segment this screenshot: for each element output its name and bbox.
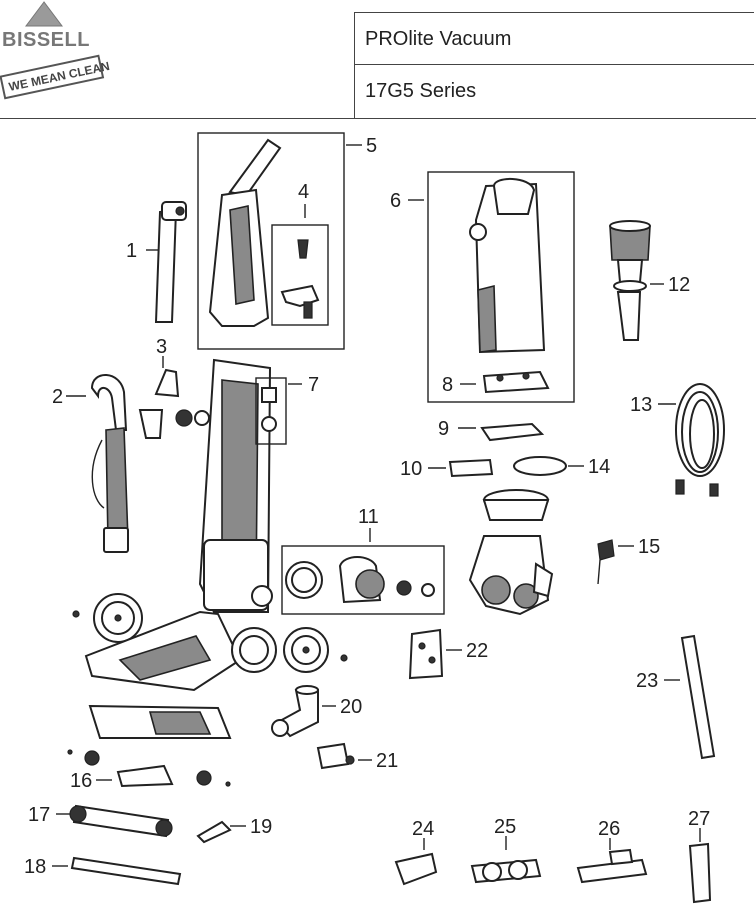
callout-2: 2 — [52, 386, 63, 408]
part-7-seals — [255, 377, 302, 445]
callout-8: 8 — [442, 374, 453, 396]
callout-26: 26 — [598, 818, 620, 840]
callout-23: 23 — [636, 670, 658, 692]
part-26-upholstery-tool — [576, 838, 648, 884]
part-3-clip — [154, 356, 180, 398]
callout-16: 16 — [70, 770, 92, 792]
callout-5: 5 — [366, 135, 377, 157]
callout-19: 19 — [250, 816, 272, 838]
product-name: PROlite Vacuum — [355, 13, 754, 65]
part-20-elbow — [271, 685, 336, 738]
callout-18: 18 — [24, 856, 46, 878]
callout-6: 6 — [390, 190, 401, 212]
part-23-wand — [664, 634, 716, 760]
header-divider — [0, 118, 756, 119]
bissell-logo: BISSELL WE MEAN CLEAN — [0, 1, 111, 100]
part-12-filter — [609, 220, 664, 341]
bottom-plate — [88, 704, 232, 739]
callout-1: 1 — [126, 240, 137, 262]
part-11-motor-assembly — [281, 528, 445, 615]
part-8-tank-base — [460, 370, 550, 394]
part-19-belt — [196, 820, 246, 844]
callout-20: 20 — [340, 696, 362, 718]
part-15-switch — [597, 539, 634, 585]
cyclone-housing — [468, 489, 554, 616]
title-box: PROlite Vacuum 17G5 Series — [354, 12, 754, 118]
part-17-brush-roll — [56, 804, 173, 838]
callout-17: 17 — [28, 804, 50, 826]
main-body — [198, 358, 302, 613]
part-16-brush-bearings — [67, 749, 231, 788]
part-4-cord-hooks — [271, 204, 329, 326]
part-6-tank — [408, 171, 575, 403]
part-2-hose — [66, 374, 210, 553]
part-1-hose-tube — [146, 201, 187, 323]
callout-7: 7 — [308, 374, 319, 396]
part-10-button — [428, 458, 494, 478]
part-22-circuit-board — [408, 628, 462, 680]
callout-4: 4 — [298, 181, 309, 203]
part-9-latch — [458, 422, 545, 442]
callout-12: 12 — [668, 274, 690, 296]
callout-3: 3 — [156, 336, 167, 358]
callout-9: 9 — [438, 418, 449, 440]
callout-25: 25 — [494, 816, 516, 838]
exploded-view: 1 2 3 4 5 6 7 8 9 10 11 12 13 14 15 16 1… — [24, 132, 725, 904]
callout-27: 27 — [688, 808, 710, 830]
callout-11: 11 — [358, 506, 379, 528]
part-14-gasket — [513, 456, 584, 476]
part-13-power-cord — [658, 383, 725, 497]
callout-10: 10 — [400, 458, 422, 480]
callout-14: 14 — [588, 456, 610, 478]
part-24-crevice-tool — [394, 838, 438, 886]
callout-22: 22 — [466, 640, 488, 662]
brand-name: BISSELL — [2, 29, 90, 51]
part-25-dusting-brush — [470, 836, 542, 884]
part-5-handle — [197, 132, 362, 350]
callout-24: 24 — [412, 818, 434, 840]
callout-13: 13 — [630, 394, 652, 416]
part-27-extension — [688, 828, 712, 904]
part-21-motor — [316, 742, 372, 770]
callout-15: 15 — [638, 536, 660, 558]
series-name: 17G5 Series — [365, 80, 477, 102]
base-assembly — [72, 593, 348, 692]
part-18-brush-plate — [52, 856, 182, 886]
callout-21: 21 — [376, 750, 398, 772]
